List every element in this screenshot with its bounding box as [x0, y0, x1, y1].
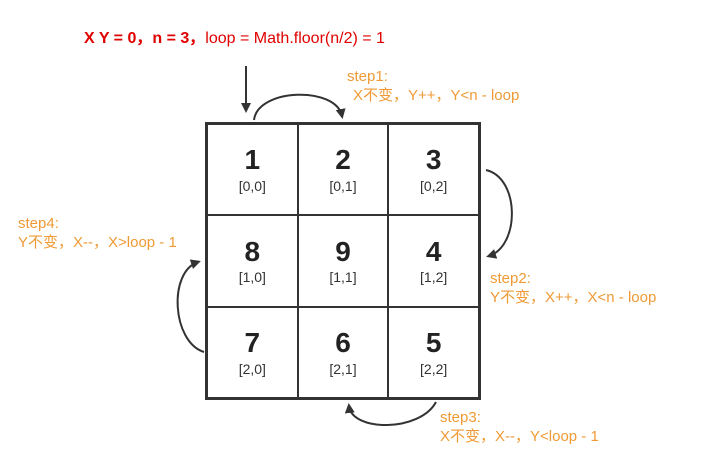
step1-label: step1: X不变，Y++，Y<n - loop — [347, 68, 519, 106]
step2-title: step2: — [490, 270, 531, 287]
cell-number: 8 — [244, 235, 261, 267]
cell-coordinate: [1,2] — [420, 269, 448, 286]
step1-title: step1: — [347, 68, 388, 85]
step4-title: step4: — [18, 215, 59, 232]
header-normal-text: loop = Math.floor(n/2) = 1 — [205, 30, 385, 47]
grid-cell: 9 [1,1] — [297, 215, 389, 307]
step3-title: step3: — [440, 409, 481, 426]
cell-number: 7 — [244, 326, 261, 358]
grid-cell: 5 [2,2] — [388, 306, 479, 398]
cell-number: 3 — [425, 144, 442, 176]
step4-desc: Y不变，X--，X>loop - 1 — [18, 233, 177, 251]
header-formula: X Y = 0，n = 3，loop = Math.floor(n/2) = 1 — [84, 24, 385, 48]
cell-number: 9 — [335, 235, 351, 267]
step2-label: step2: Y不变，X++，X<n - loop — [490, 270, 656, 308]
step4-arrow — [176, 259, 205, 353]
cell-number: 4 — [425, 235, 442, 267]
cell-number: 1 — [244, 144, 261, 176]
grid-cell: 4 [1,2] — [388, 215, 479, 307]
grid-cell: 3 [0,2] — [388, 124, 479, 216]
grid-cell: 1 [0,0] — [207, 124, 298, 216]
cell-number: 5 — [425, 326, 442, 358]
cell-coordinate: [1,0] — [238, 269, 266, 286]
step1-desc: X不变，Y++，Y<n - loop — [353, 86, 520, 104]
step3-desc: X不变，X--，Y<loop - 1 — [440, 427, 599, 445]
grid-cell: 8 [1,0] — [207, 215, 298, 307]
cell-coordinate: [2,1] — [329, 360, 357, 377]
cell-coordinate: [0,0] — [238, 178, 266, 195]
cell-number: 6 — [335, 326, 351, 358]
step3-arrow — [344, 401, 437, 426]
header-bold-text: X Y = 0，n = 3， — [84, 30, 206, 47]
cell-coordinate: [1,1] — [329, 269, 357, 286]
grid-cell: 6 [2,1] — [297, 306, 389, 398]
cell-coordinate: [2,0] — [238, 360, 266, 377]
grid-cell: 2 [0,1] — [297, 124, 389, 216]
cell-coordinate: [2,2] — [420, 360, 448, 377]
matrix-grid: 1 [0,0] 2 [0,1] 3 [0,2] 8 [1,0] 9 [1,1] 4 [1,2… — [205, 122, 481, 400]
cell-number: 2 — [335, 144, 351, 176]
cell-coordinate: [0,2] — [420, 178, 448, 195]
step3-label: step3: X不变，X--，Y<loop - 1 — [440, 409, 599, 447]
cell-coordinate: [0,1] — [329, 178, 357, 195]
step4-label: step4: Y不变，X--，X>loop - 1 — [18, 215, 177, 253]
step2-arrow — [485, 169, 513, 259]
grid-cell: 7 [2,0] — [207, 306, 298, 398]
step1-arrow — [253, 93, 346, 121]
step2-desc: Y不变，X++，X<n - loop — [490, 288, 657, 306]
